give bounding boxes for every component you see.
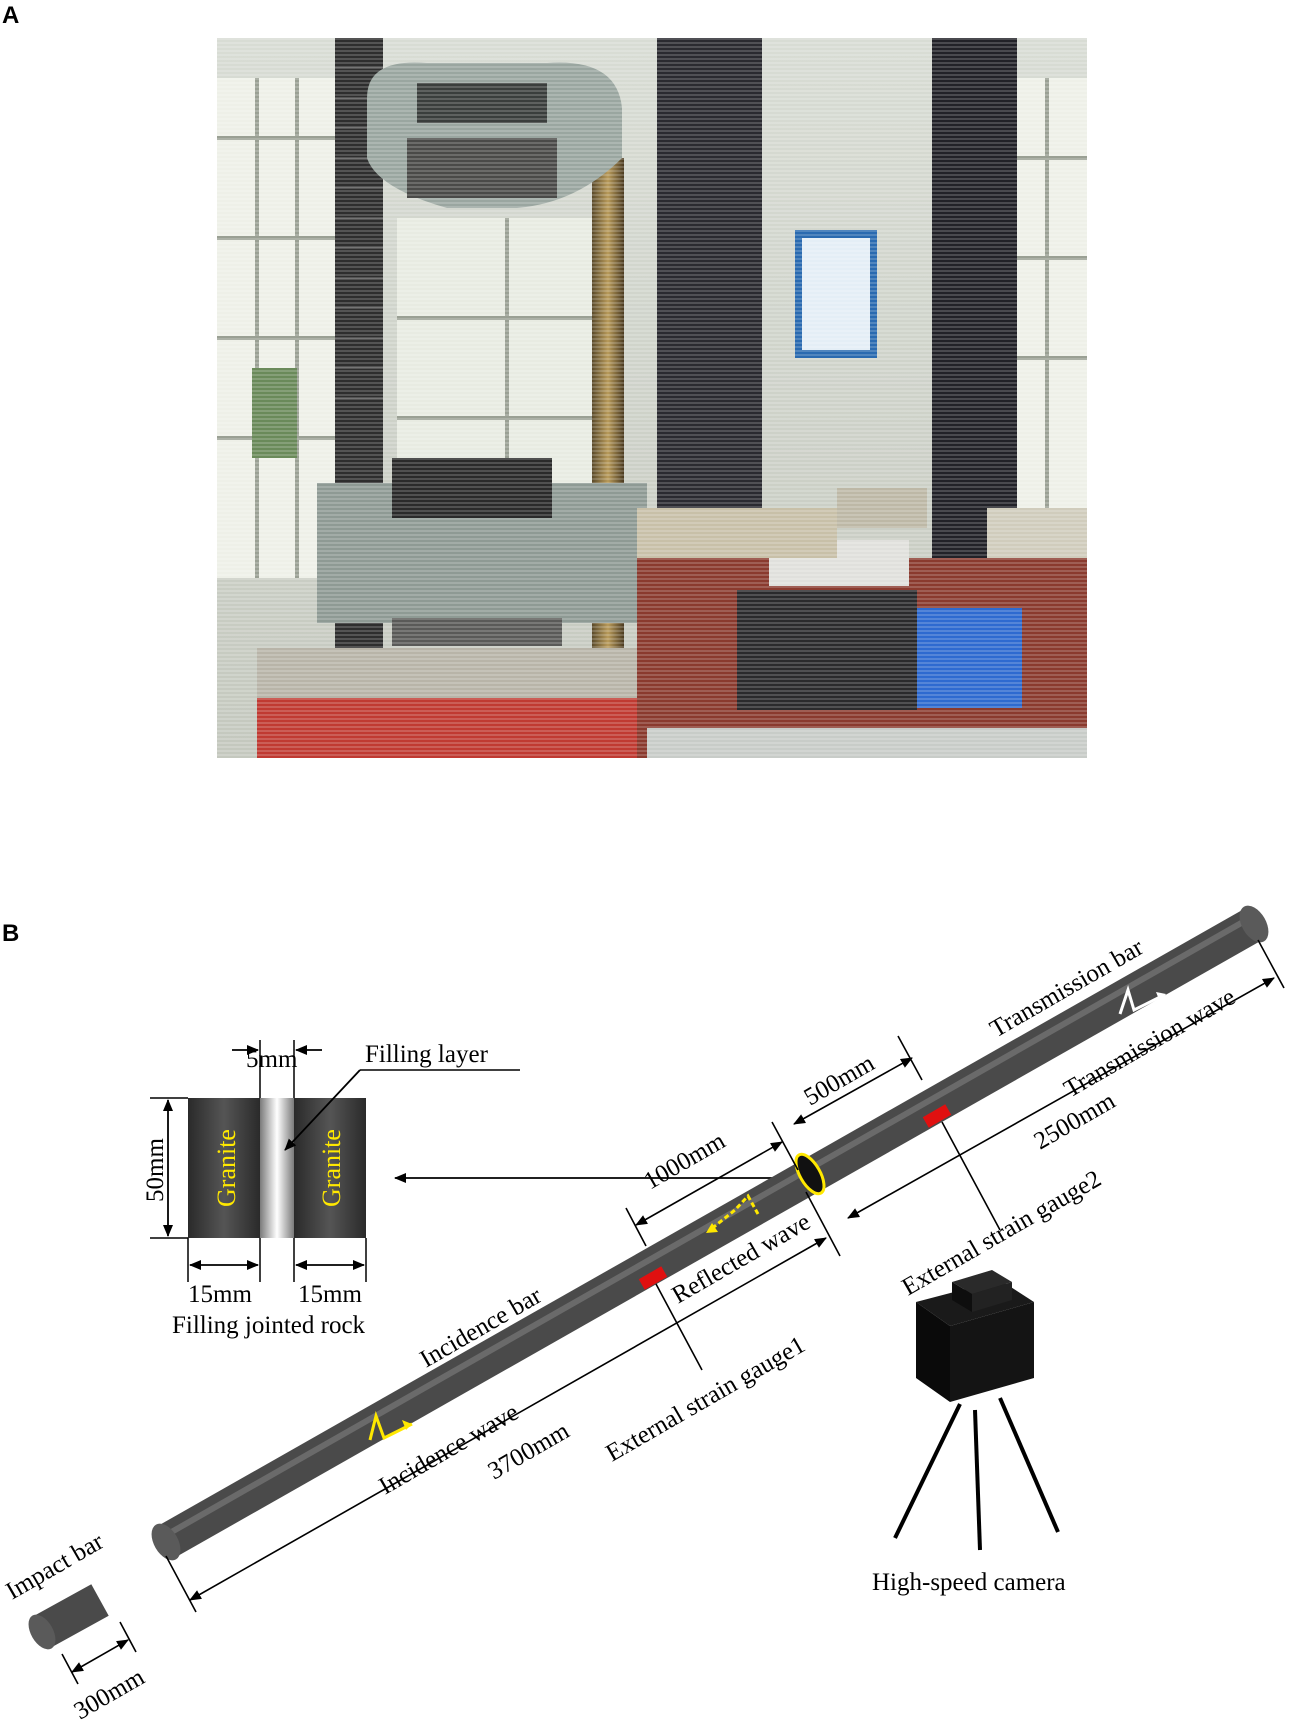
specimen-caption: Filling jointed rock	[172, 1312, 366, 1339]
high-speed-camera-icon	[893, 1270, 1060, 1551]
filling-layer	[260, 1098, 294, 1238]
label-filling-layer: Filling layer	[365, 1041, 489, 1068]
label-5mm: 5mm	[246, 1046, 298, 1073]
label-high-speed-camera: High-speed camera	[872, 1569, 1066, 1596]
dimension-lines	[61, 939, 1285, 1685]
label-500mm: 500mm	[800, 1049, 880, 1111]
laboratory-photo	[217, 38, 1087, 758]
label-50mm: 50mm	[142, 1138, 169, 1202]
bar-assembly	[28, 905, 1269, 1650]
granite-left	[188, 1098, 260, 1238]
bar-end-incident	[151, 1523, 181, 1561]
specimen-ring	[794, 1152, 826, 1196]
label-1000mm: 1000mm	[640, 1127, 731, 1195]
bar-end-transmission	[1239, 905, 1269, 943]
panel-label-b: B	[2, 920, 20, 947]
label-granite-left: Granite	[212, 1129, 241, 1207]
label-external-strain-gauge-1: External strain gauge1	[602, 1331, 810, 1467]
label-granite-right: Granite	[317, 1129, 346, 1207]
impact-bar	[33, 1584, 109, 1648]
granite-right	[294, 1098, 366, 1238]
specimen-diagram	[150, 1040, 800, 1282]
shpb-schematic: Filling layer 5mm 50mm Granite Granite 1…	[2, 905, 1285, 1725]
label-15mm-right: 15mm	[298, 1281, 362, 1308]
label-15mm-left: 15mm	[188, 1281, 252, 1308]
label-300mm: 300mm	[70, 1663, 150, 1725]
panel-label-a: A	[2, 2, 20, 29]
